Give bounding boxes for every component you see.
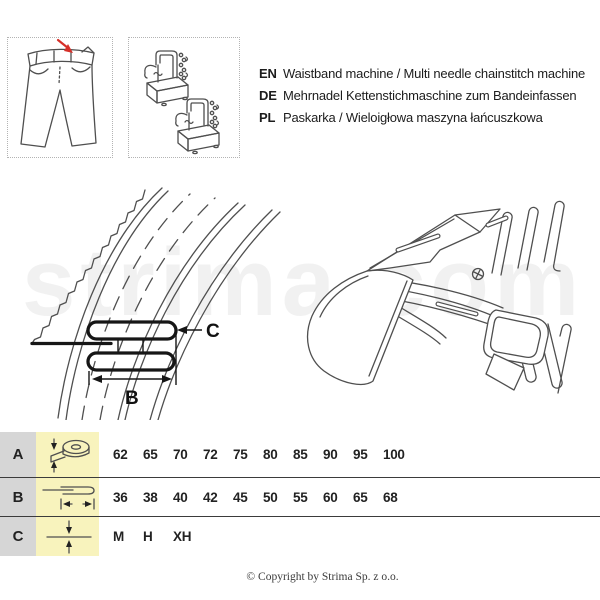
table-value: 70 [173,447,188,462]
lang-code: DE [259,88,277,103]
row-values: 36 38 40 42 45 50 55 60 65 68 [99,478,600,516]
wire-guides-top [491,200,565,276]
table-value: H [143,529,153,544]
table-value: 40 [173,489,188,505]
table-value: 90 [323,447,338,462]
table-value: 55 [293,489,308,505]
lang-code: EN [259,66,277,81]
jeans-illustration [20,38,97,148]
table-value: 45 [233,489,248,505]
table-value: 68 [383,489,398,505]
lang-code: PL [259,110,276,125]
thumbnail-jeans [7,37,113,158]
thumbnail-machines [128,37,240,158]
curved-guide-sheet [306,269,414,385]
row-values: M H XH [99,517,600,556]
table-value: 80 [263,447,278,462]
dimension-B: B [88,330,177,409]
tape-roll-width-icon [36,432,99,477]
wire-guides-bottom [511,317,572,394]
size-spec-table: A 62 65 70 72 75 80 85 90 95 100 B [0,432,600,556]
table-value: M [113,529,124,544]
table-value: 75 [233,447,248,462]
table-value: 50 [263,489,278,505]
title-row-de: DE Mehrnadel Kettenstichmaschine zum Ban… [259,88,585,110]
table-value: 36 [113,489,128,505]
table-value: 60 [323,489,338,505]
chainstitch-machines-illustration [144,50,220,155]
table-row: B 36 38 40 42 45 50 55 60 65 68 [0,477,600,516]
binder-mouth [483,309,549,391]
copyright-footer: © Copyright by Strima Sp. z o.o. [246,571,399,583]
lang-text: Paskarka / Wieloigłowa maszyna łańcuszko… [283,110,543,125]
row-key: B [0,478,36,516]
label-width: B [125,388,139,409]
table-value: 100 [383,447,405,462]
table-value: 72 [203,447,218,462]
table-value: 38 [143,489,158,505]
title-row-pl: PL Paskarka / Wieloigłowa maszyna łańcus… [259,110,585,132]
row-key: C [0,517,36,556]
row-values: 62 65 70 72 75 80 85 90 95 100 [99,432,600,477]
curved-band [57,187,281,420]
folded-tape-width-icon [36,478,99,516]
upper-folder-plate [366,208,509,281]
tape-thickness-icon [36,517,99,556]
product-title-block: EN Waistband machine / Multi needle chai… [259,66,585,132]
table-value: 42 [203,489,218,505]
table-value: 95 [353,447,368,462]
row-key: A [0,432,36,477]
lang-text: Mehrnadel Kettenstichmaschine zum Bandei… [283,88,577,103]
table-row: C M H XH [0,516,600,556]
title-row-en: EN Waistband machine / Multi needle chai… [259,66,585,88]
table-row: A 62 65 70 72 75 80 85 90 95 100 [0,432,600,477]
binder-attachment-diagram [298,178,600,418]
waistband-pointer-arrow [56,38,73,53]
binding-cross-section [30,320,178,372]
cross-section-diagram: C B [10,182,310,420]
table-value: 62 [113,447,128,462]
lang-text: Waistband machine / Multi needle chainst… [283,66,586,81]
fabric-zigzag-edge [31,189,146,345]
label-thickness: C [206,321,220,342]
table-value: 65 [143,447,158,462]
table-value: 85 [293,447,308,462]
table-value: XH [173,529,192,544]
table-value: 65 [353,489,368,505]
dimension-C: C [177,321,220,342]
